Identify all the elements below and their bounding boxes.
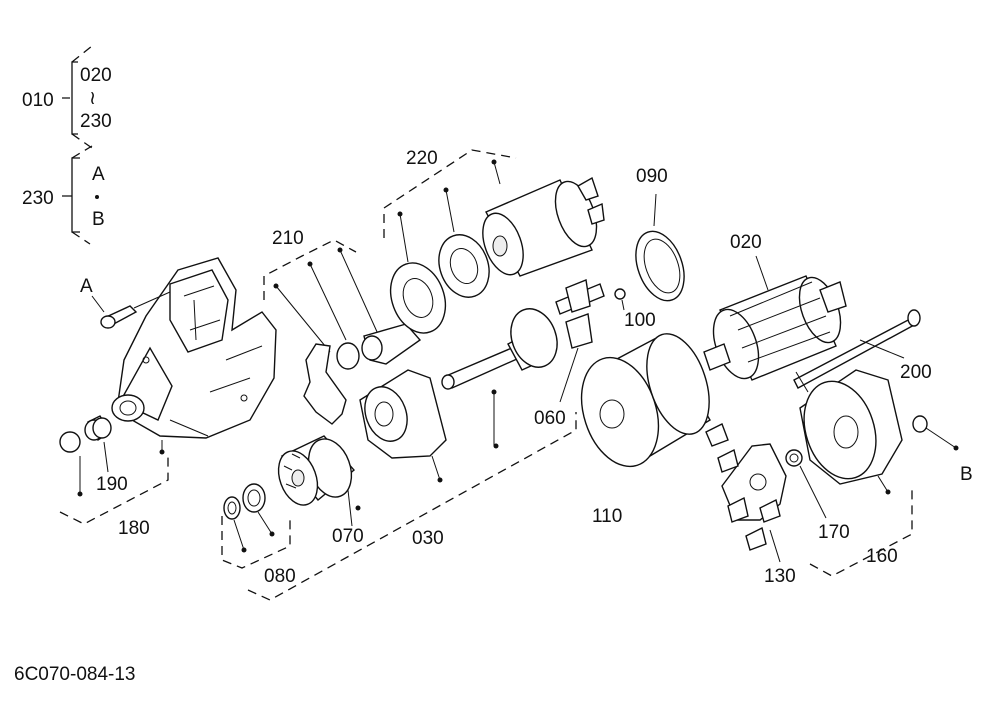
label-A-bolt: A xyxy=(80,276,93,297)
label-220: 220 xyxy=(406,148,438,169)
label-170: 170 xyxy=(818,522,850,543)
drawing-code: 6C070-084-13 xyxy=(14,664,135,685)
label-010: 010 xyxy=(22,90,54,111)
yoke-110: 110 xyxy=(580,333,711,527)
label-130: 130 xyxy=(764,566,796,587)
bracket-030: 030 xyxy=(247,412,577,601)
bolt-B: B xyxy=(912,415,973,485)
through-bolt-200: 200 xyxy=(793,309,932,393)
range-tilde: ≀ xyxy=(89,88,96,109)
label-230-range-end: 230 xyxy=(80,111,112,132)
label-060: 060 xyxy=(534,408,566,429)
label-080: 080 xyxy=(264,566,296,587)
armature-020: 020 xyxy=(703,232,847,381)
label-190: 190 xyxy=(96,474,128,495)
label-090: 090 xyxy=(636,166,668,187)
shaft-030: 060 100 xyxy=(441,279,656,449)
brush-holder-130: 130 xyxy=(705,423,796,587)
legend-230: 230 A B xyxy=(22,145,105,245)
label-110: 110 xyxy=(592,506,622,527)
lever-group-210: 210 xyxy=(263,228,422,425)
label-B-bolt: B xyxy=(960,464,973,485)
drive-housing xyxy=(111,257,277,439)
clutch-070: 070 xyxy=(277,435,364,547)
washers-080: 080 xyxy=(221,483,296,587)
label-210: 210 xyxy=(272,228,304,249)
solenoid-group-220: 220 xyxy=(383,148,605,334)
label-160: 160 xyxy=(866,546,898,567)
gear-housing xyxy=(359,369,447,483)
label-230: 230 xyxy=(22,188,54,209)
label-100: 100 xyxy=(624,310,656,331)
bracket-180: 180 xyxy=(59,452,169,539)
label-180: 180 xyxy=(118,518,150,539)
bolt-A: A xyxy=(80,276,171,329)
label-200: 200 xyxy=(900,362,932,383)
label-030: 030 xyxy=(412,528,444,549)
label-070: 070 xyxy=(332,526,364,547)
bushing-190: 190 xyxy=(59,415,165,497)
legend-010: 010 020 ≀ 230 xyxy=(22,45,112,149)
rear-cover-160: 170 160 xyxy=(785,369,913,577)
label-020-range-start: 020 xyxy=(80,65,112,86)
spring-090: 090 xyxy=(635,166,685,302)
label-B-ref: B xyxy=(92,209,105,230)
label-020: 020 xyxy=(730,232,762,253)
label-A-ref: A xyxy=(92,164,105,185)
separator-dot xyxy=(95,195,99,199)
